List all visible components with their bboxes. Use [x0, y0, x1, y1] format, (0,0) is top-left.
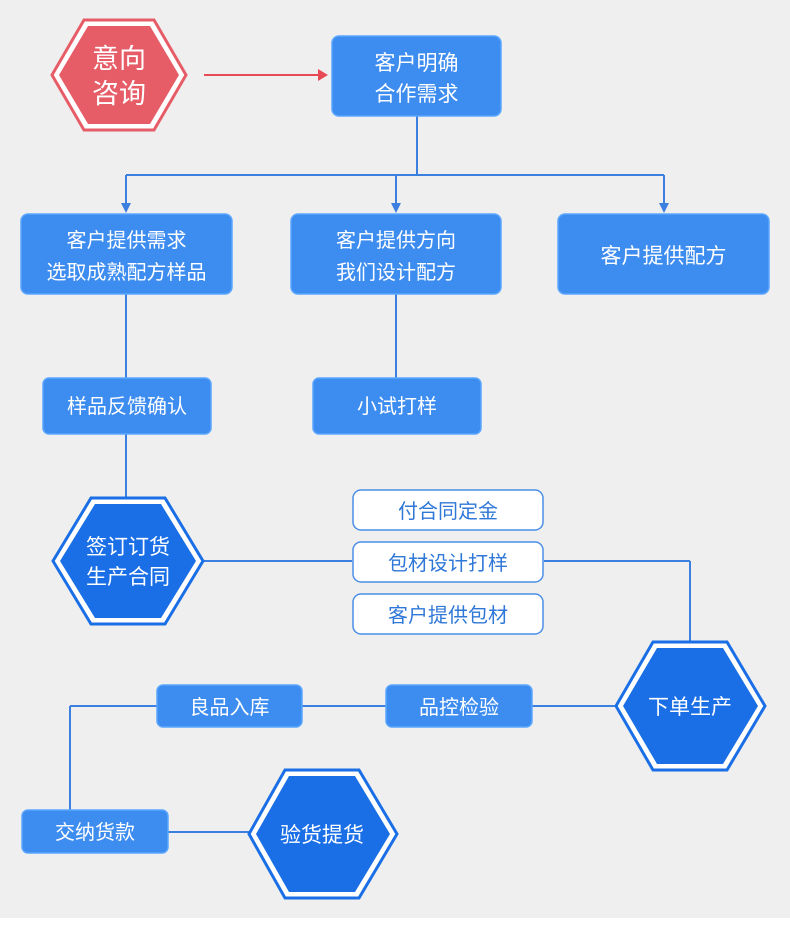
option-box-3 — [352, 593, 544, 635]
start-arrowhead — [318, 69, 328, 81]
production-hexagon-inner — [623, 648, 758, 764]
branch-left-box — [20, 213, 233, 295]
qc-node: 品控检验 — [385, 684, 533, 728]
option-label-1: 付合同定金 — [398, 499, 498, 523]
production-label: 下单生产 — [648, 695, 732, 719]
option-label-2: 包材设计打样 — [388, 551, 508, 575]
production-node: 下单生产 — [614, 640, 767, 772]
top-label-1: 客户明确 — [375, 51, 459, 75]
warehouse-node: 良品入库 — [156, 684, 303, 728]
branch-middle-label-2: 我们设计配方 — [336, 260, 456, 284]
branch-right-label: 客户提供配方 — [601, 244, 727, 268]
start-label-1: 意向 — [92, 44, 146, 75]
start-hexagon-inner — [59, 26, 179, 124]
top-box — [331, 35, 502, 117]
sample-feedback-node: 样品反馈确认 — [42, 377, 212, 435]
qc-label: 品控检验 — [419, 695, 499, 719]
top-node: 客户明确 合作需求 — [331, 35, 502, 117]
branch-left-label-2: 选取成熟配方样品 — [47, 260, 207, 284]
option-label-3: 客户提供包材 — [388, 603, 508, 627]
branch-middle-label-1: 客户提供方向 — [336, 228, 456, 252]
branch-right-node: 客户提供配方 — [557, 213, 770, 295]
arrowheads — [121, 69, 669, 213]
qc-box — [385, 684, 533, 728]
contract-node: 签订订货 生产合同 — [51, 496, 205, 626]
contract-hexagon-inner — [60, 504, 196, 618]
option-box-2 — [352, 541, 544, 583]
sample-feedback-box — [42, 377, 212, 435]
sample-feedback-label: 样品反馈确认 — [67, 394, 187, 418]
options-group: 付合同定金 包材设计打样 客户提供包材 — [352, 489, 544, 635]
connectors — [69, 74, 691, 833]
payment-box — [21, 809, 169, 854]
small-trial-label: 小试打样 — [357, 394, 437, 418]
option-item: 包材设计打样 — [352, 541, 544, 583]
branch-left-label-1: 客户提供需求 — [67, 228, 187, 252]
contract-label-1: 签订订货 — [86, 535, 170, 559]
pickup-label: 验货提货 — [280, 823, 364, 847]
pickup-node: 验货提货 — [247, 768, 399, 900]
left-arrowhead — [121, 203, 131, 213]
payment-label: 交纳货款 — [55, 820, 135, 844]
warehouse-label: 良品入库 — [190, 695, 270, 719]
branch-right-box — [557, 213, 770, 295]
start-label-2: 咨询 — [92, 79, 146, 110]
start-node: 意向 咨询 — [50, 18, 188, 132]
small-trial-node: 小试打样 — [312, 377, 482, 435]
branch-left-node: 客户提供需求 选取成熟配方样品 — [20, 213, 233, 295]
top-label-2: 合作需求 — [375, 82, 459, 106]
small-trial-box — [312, 377, 482, 435]
pickup-hexagon-inner — [256, 776, 390, 892]
right-arrowhead — [659, 203, 669, 213]
payment-node: 交纳货款 — [21, 809, 169, 854]
contract-label-2: 生产合同 — [86, 565, 170, 589]
warehouse-box — [156, 684, 303, 728]
option-box-1 — [352, 489, 544, 531]
middle-arrowhead — [391, 203, 401, 213]
branch-middle-node: 客户提供方向 我们设计配方 — [290, 213, 502, 295]
branch-middle-box — [290, 213, 502, 295]
option-item: 客户提供包材 — [352, 593, 544, 635]
option-item: 付合同定金 — [352, 489, 544, 531]
